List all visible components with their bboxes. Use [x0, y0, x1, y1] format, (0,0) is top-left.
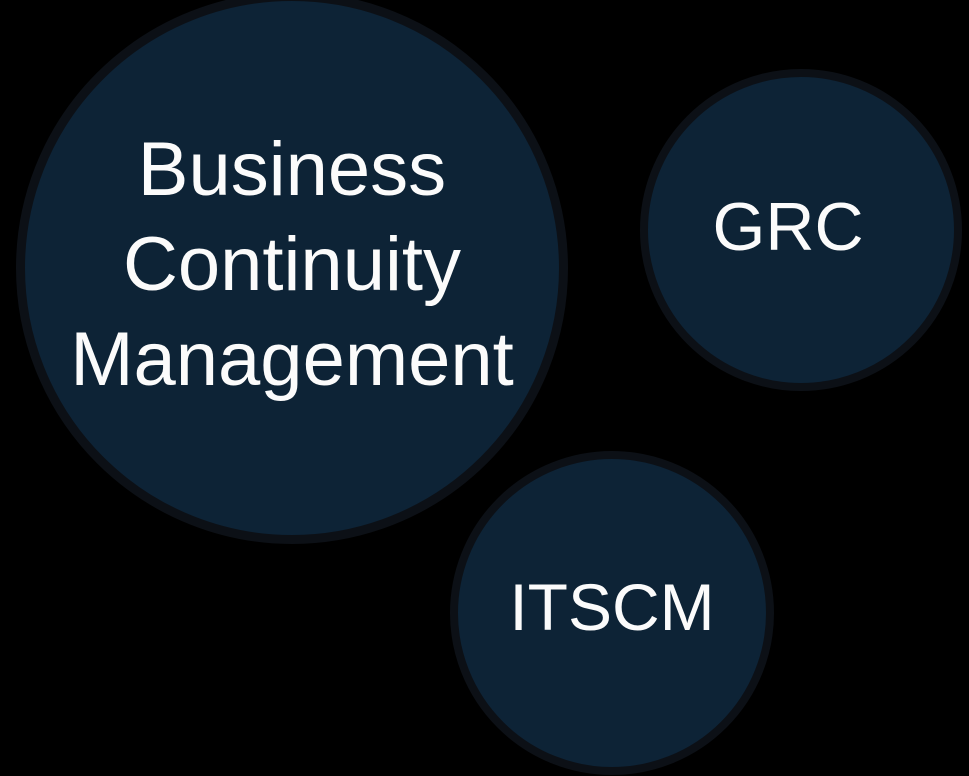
label-line-2: Continuity: [123, 221, 461, 307]
circle-label-grc: GRC: [712, 189, 864, 265]
circle-grc: GRC: [640, 69, 962, 391]
circle-label-itscm: ITSCM: [509, 570, 715, 644]
circle-business-continuity-management: Business Continuity Management: [16, 0, 568, 544]
circle-itscm: ITSCM: [450, 451, 774, 775]
label-line-1: Business: [137, 126, 447, 212]
circle-label-business-continuity-management: Business Continuity Management: [70, 122, 514, 407]
label-line-3: Management: [70, 316, 514, 402]
